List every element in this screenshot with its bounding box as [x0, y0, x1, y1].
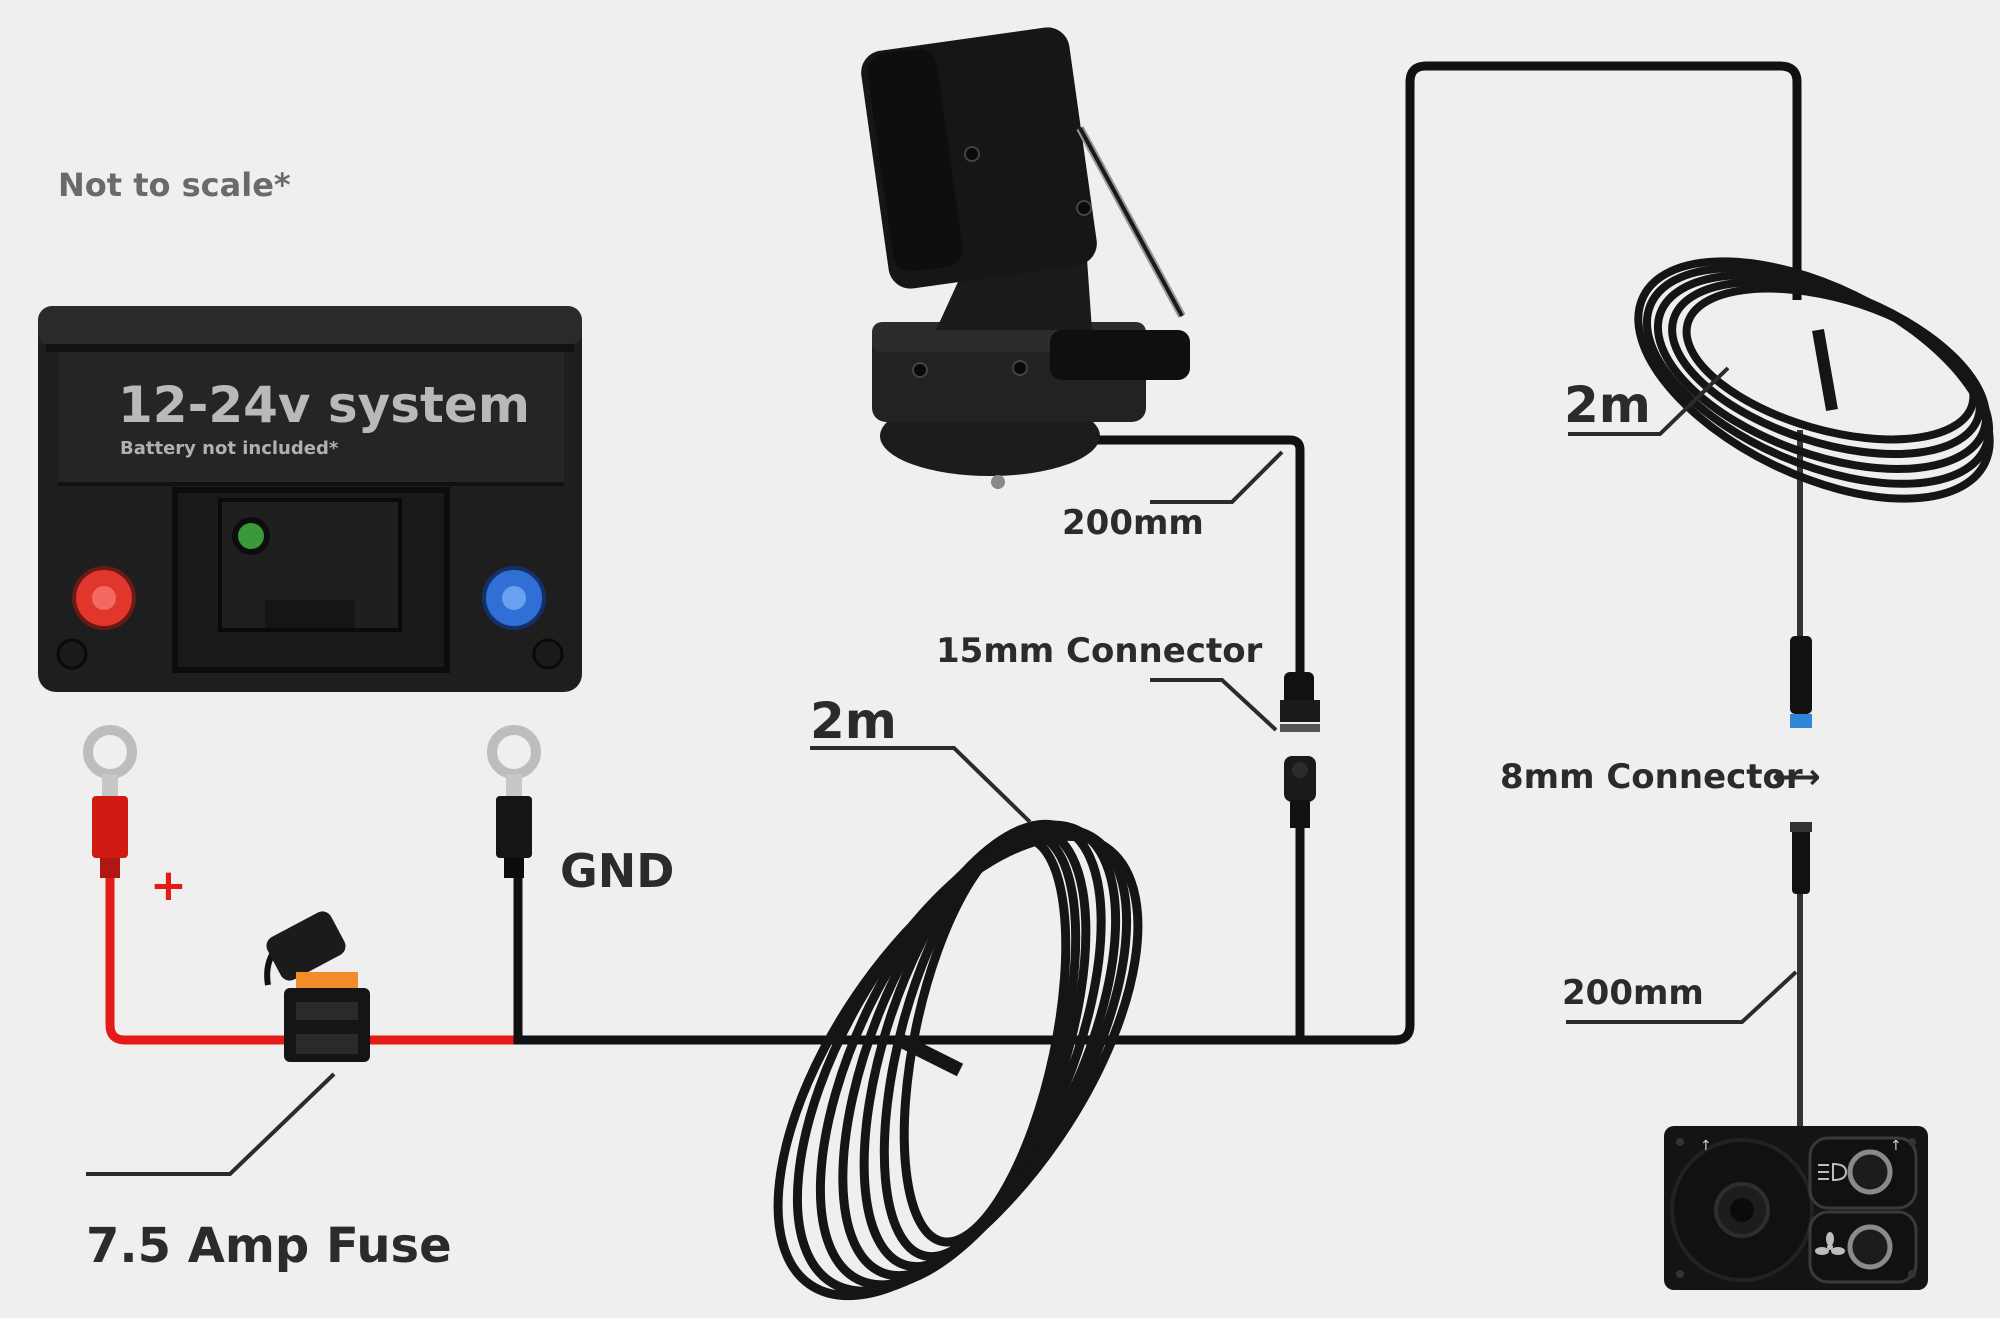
battery-indicator [232, 517, 270, 555]
connector-8mm-label: 8mm Connector [1500, 757, 1803, 797]
main-cable-length-label: 2m [810, 692, 897, 750]
svg-text:↑: ↑ [1700, 1138, 1712, 1154]
main-cable-leader-line [810, 746, 1032, 824]
remote-cable-coil [1634, 257, 1994, 503]
positive-wire [105, 870, 530, 1045]
main-cable-coil [773, 819, 1143, 1301]
battery-note-label: Battery not included* [120, 438, 339, 459]
fuse-icon [296, 972, 358, 992]
fuse-leader-line [86, 1072, 336, 1176]
light-cable-leader-line [1150, 450, 1284, 504]
switch-cable-length-label: 200mm [1562, 973, 1704, 1013]
remote-cable-leader-line [1568, 366, 1730, 436]
battery: 12-24v system Battery not included* [38, 306, 582, 692]
connector-arrow-icon: ⟷ [1772, 757, 1821, 797]
fuse-label: 7.5 Amp Fuse [86, 1218, 452, 1274]
fan-switch-knob [1847, 1224, 1893, 1270]
light-cable [1095, 435, 1305, 690]
battery-system-label: 12-24v system [118, 376, 530, 434]
connector-8mm [1790, 636, 1812, 894]
ground-label: GND [560, 844, 674, 898]
light-switch-knob [1847, 1149, 1893, 1195]
work-light [861, 27, 1190, 489]
fuse-holder [264, 911, 370, 1062]
remote-cable-length-label: 2m [1564, 376, 1651, 434]
ground-ring-terminal [487, 725, 541, 878]
connector-15mm [1280, 672, 1320, 828]
positive-ring-terminal [83, 725, 137, 878]
headlight-icon [1818, 1162, 1848, 1182]
not-to-scale-note: Not to scale* [58, 166, 291, 204]
switch-cable-leader-line [1566, 970, 1798, 1024]
ground-wire [513, 870, 1300, 1045]
svg-text:↑: ↑ [1890, 1138, 1902, 1154]
remote-cable [1300, 61, 1802, 1045]
positive-sign: + [150, 860, 187, 911]
connector-15mm-label: 15mm Connector [936, 631, 1263, 671]
remote-control-panel: ↑ ↑ [1664, 1126, 1928, 1290]
light-cable-length-label: 200mm [1062, 503, 1204, 543]
connector-15mm-leader-line [1150, 678, 1278, 732]
fan-icon [1815, 1232, 1845, 1255]
